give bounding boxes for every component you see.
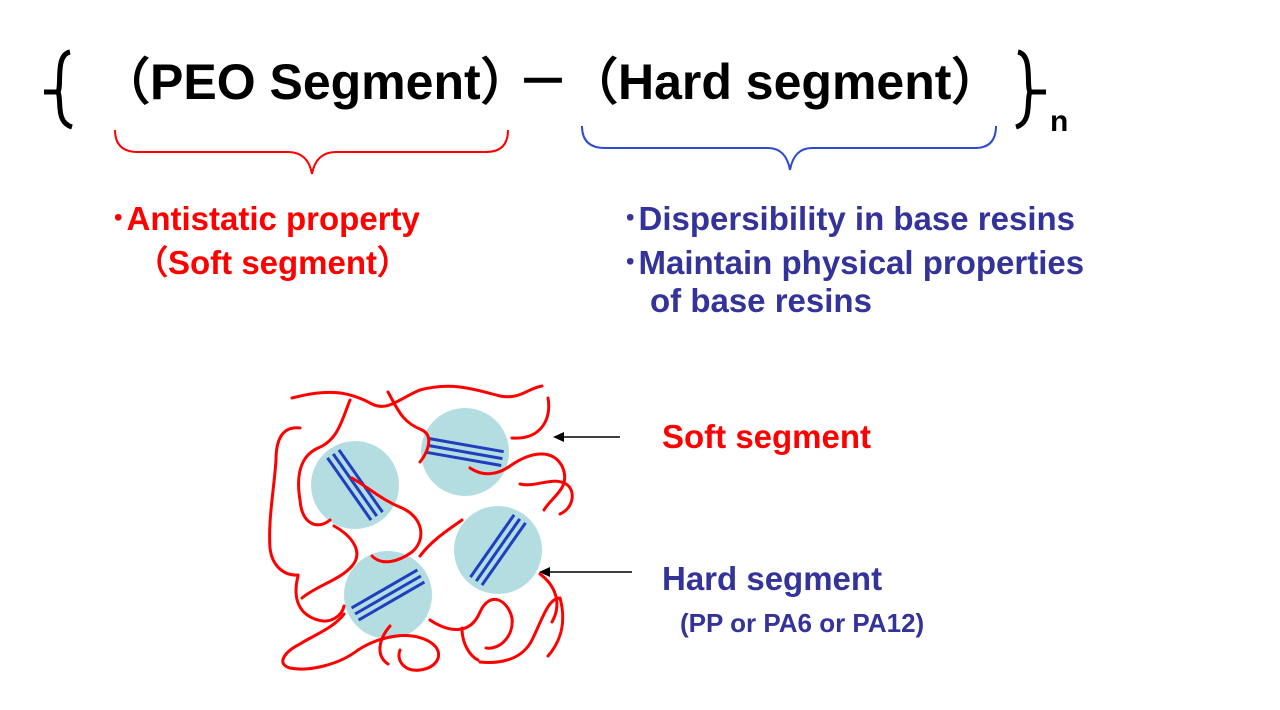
domain-1-line-3 xyxy=(326,457,373,522)
soft-chain-10 xyxy=(300,524,359,600)
soft-property-line-2: （Soft segment） xyxy=(135,244,411,281)
soft-chain-3 xyxy=(386,390,431,464)
soft-segment-label: Soft segment xyxy=(662,418,872,455)
hard-segment-note: (PP or PA6 or PA12) xyxy=(680,608,925,638)
soft-chain-12 xyxy=(281,612,360,671)
formula-soft-part: （PEO Segment） xyxy=(100,54,531,110)
soft-arrowhead xyxy=(553,432,564,442)
hard-property-line-3: of base resins xyxy=(650,282,872,319)
domain-2-line-3 xyxy=(426,450,502,467)
domain-2-line-2 xyxy=(427,443,503,461)
soft-chain-11 xyxy=(294,574,346,623)
soft-chain-18 xyxy=(378,624,392,666)
domain-3-line-2 xyxy=(474,518,522,582)
soft-chain-4 xyxy=(510,396,551,440)
soft-chain-2 xyxy=(297,398,352,527)
soft-chain-9 xyxy=(518,479,574,516)
domain-3-line-1 xyxy=(469,513,516,578)
domain-3-line-3 xyxy=(480,522,527,587)
soft-chains xyxy=(268,384,574,672)
formula-hard-part: （Hard segment） xyxy=(568,54,1002,110)
domain-1-line-2 xyxy=(331,453,379,517)
soft-chain-13 xyxy=(356,634,441,672)
domain-4-line-1 xyxy=(350,568,419,610)
formula-repeat-subscript: n xyxy=(1050,105,1069,138)
formula-left-brace xyxy=(44,49,74,130)
domain-1-line-1 xyxy=(337,448,384,513)
hard-domains xyxy=(311,408,542,639)
soft-chain-7 xyxy=(418,518,464,558)
soft-chain-5 xyxy=(268,426,302,577)
soft-chain-15 xyxy=(478,596,565,664)
soft-underbrace xyxy=(114,129,509,175)
soft-chain-1 xyxy=(290,384,544,408)
domain-4-line-2 xyxy=(354,574,422,616)
hard-arrowhead xyxy=(539,567,550,577)
soft-chain-17 xyxy=(460,626,480,662)
domain-2-line-1 xyxy=(428,437,504,454)
hard-property-line-2: ･Maintain physical properties xyxy=(622,244,1085,281)
formula-link: － xyxy=(518,54,568,110)
soft-property-line-1: ･Antistatic property xyxy=(110,200,420,237)
hard-underbrace xyxy=(581,125,997,171)
soft-chain-16 xyxy=(538,572,559,624)
domain-4-line-3 xyxy=(357,580,426,622)
soft-chain-6 xyxy=(350,476,423,564)
hard-segment-label: Hard segment xyxy=(662,560,883,597)
soft-chain-8 xyxy=(468,452,567,512)
soft-chain-14 xyxy=(428,597,514,650)
formula-right-brace xyxy=(1014,49,1046,130)
hard-property-line-1: ･Dispersibility in base resins xyxy=(622,200,1076,237)
